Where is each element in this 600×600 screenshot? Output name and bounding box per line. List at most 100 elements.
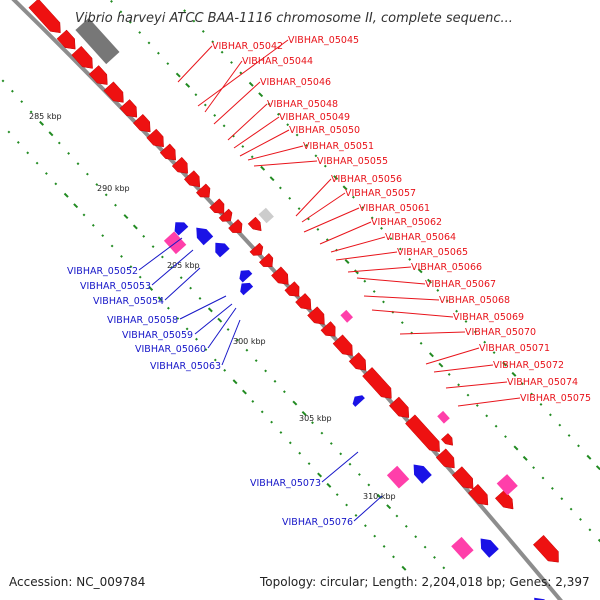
label-vibhar-05058[interactable]: VIBHAR_05058 (107, 315, 178, 326)
rna-feature[interactable] (340, 309, 353, 323)
forward-cds-arrow[interactable] (28, 0, 61, 34)
forward-cds-arrow[interactable] (467, 483, 489, 506)
forward-cds-arrow[interactable] (348, 352, 367, 371)
forward-cds-arrow[interactable] (159, 143, 176, 161)
gc-dot (297, 207, 301, 211)
forward-cds-arrow[interactable] (405, 414, 440, 452)
reverse-cds-arrow[interactable] (352, 395, 365, 407)
label-vibhar-05073[interactable]: VIBHAR_05073 (250, 478, 321, 489)
forward-cds-arrow[interactable] (88, 65, 108, 85)
label-vibhar-05072[interactable]: VIBHAR_05072 (493, 360, 564, 371)
label-vibhar-05053[interactable]: VIBHAR_05053 (80, 281, 151, 292)
label-vibhar-05057[interactable]: VIBHAR_05057 (345, 188, 416, 199)
label-vibhar-05044[interactable]: VIBHAR_05044 (242, 56, 313, 67)
gc-dot (483, 340, 487, 344)
forward-cds-arrow[interactable] (271, 266, 289, 285)
rna-feature[interactable] (437, 410, 450, 424)
forward-cds-arrow[interactable] (388, 396, 410, 418)
label-vibhar-05069[interactable]: VIBHAR_05069 (453, 312, 524, 323)
forward-cds-arrow[interactable] (146, 128, 164, 148)
gc-dot (426, 278, 432, 284)
gc-dot (132, 224, 138, 230)
forward-cds-arrow[interactable] (132, 113, 151, 133)
label-vibhar-05067[interactable]: VIBHAR_05067 (425, 279, 496, 290)
reverse-cds-arrow[interactable] (480, 538, 499, 558)
label-vibhar-05074[interactable]: VIBHAR_05074 (507, 377, 578, 388)
forward-cds-arrow[interactable] (228, 219, 243, 233)
gc-dot (492, 351, 496, 355)
forward-cds-arrow[interactable] (119, 99, 138, 118)
forward-cds-arrow[interactable] (284, 281, 300, 297)
forward-cds-arrow[interactable] (307, 306, 325, 325)
gc-dot (175, 72, 181, 78)
gray-feature[interactable] (75, 18, 120, 65)
label-vibhar-05051[interactable]: VIBHAR_05051 (303, 141, 374, 152)
forward-cds-arrow[interactable] (532, 534, 559, 563)
label-vibhar-05050[interactable]: VIBHAR_05050 (289, 125, 360, 136)
reverse-cds-arrow[interactable] (239, 270, 253, 283)
label-vibhar-05045[interactable]: VIBHAR_05045 (288, 35, 359, 46)
forward-cds-arrow[interactable] (362, 367, 392, 399)
gray-feature[interactable] (258, 207, 274, 224)
forward-cds-arrow[interactable] (103, 81, 124, 103)
label-vibhar-05064[interactable]: VIBHAR_05064 (385, 232, 456, 243)
label-vibhar-05061[interactable]: VIBHAR_05061 (359, 203, 430, 214)
forward-cds-arrow[interactable] (183, 170, 201, 188)
forward-cds-arrow[interactable] (295, 293, 312, 310)
gc-dot (382, 300, 385, 304)
forward-cds-arrow[interactable] (195, 183, 211, 198)
forward-cds-arrow[interactable] (435, 448, 455, 469)
reverse-cds-arrow[interactable] (240, 282, 254, 296)
label-vibhar-05066[interactable]: VIBHAR_05066 (411, 262, 482, 273)
label-vibhar-05056[interactable]: VIBHAR_05056 (331, 174, 402, 185)
label-vibhar-05063[interactable]: VIBHAR_05063 (150, 361, 221, 372)
label-vibhar-05075[interactable]: VIBHAR_05075 (520, 393, 591, 404)
label-vibhar-05062[interactable]: VIBHAR_05062 (371, 217, 442, 228)
label-vibhar-05055[interactable]: VIBHAR_05055 (317, 156, 388, 167)
leader-05071 (425, 347, 480, 365)
label-vibhar-05060[interactable]: VIBHAR_05060 (135, 344, 206, 355)
forward-cds-arrow[interactable] (451, 466, 474, 489)
label-vibhar-05049[interactable]: VIBHAR_05049 (279, 112, 350, 123)
label-vibhar-05071[interactable]: VIBHAR_05071 (479, 343, 550, 354)
label-vibhar-05065[interactable]: VIBHAR_05065 (397, 247, 468, 258)
forward-cds-arrow[interactable] (71, 45, 93, 69)
reverse-cds-arrow[interactable] (534, 597, 550, 600)
gc-dot (195, 337, 198, 341)
label-vibhar-05042[interactable]: VIBHAR_05042 (212, 41, 283, 52)
gc-dot (211, 40, 215, 44)
forward-cds-arrow[interactable] (171, 156, 188, 174)
forward-cds-arrow[interactable] (56, 29, 76, 50)
gc-dot (513, 445, 519, 451)
label-vibhar-05052[interactable]: VIBHAR_05052 (67, 266, 138, 277)
forward-cds-arrow[interactable] (440, 433, 453, 446)
forward-cds-arrow[interactable] (258, 253, 274, 267)
gc-dot (348, 462, 352, 466)
rna-feature[interactable] (451, 536, 474, 560)
rna-feature[interactable] (386, 465, 410, 489)
leader-05065 (335, 251, 398, 261)
forward-cds-arrow[interactable] (249, 242, 264, 256)
reverse-cds-arrow[interactable] (413, 464, 432, 484)
forward-cds-arrow[interactable] (332, 334, 353, 356)
rna-feature[interactable] (496, 474, 518, 496)
label-vibhar-05068[interactable]: VIBHAR_05068 (439, 295, 510, 306)
reverse-cds-arrow[interactable] (215, 242, 230, 258)
leader-05070 (399, 331, 466, 335)
forward-cds-arrow[interactable] (218, 208, 233, 222)
label-vibhar-05054[interactable]: VIBHAR_05054 (93, 296, 164, 307)
gc-dot (76, 162, 80, 166)
label-vibhar-05076[interactable]: VIBHAR_05076 (282, 517, 353, 528)
label-vibhar-05059[interactable]: VIBHAR_05059 (122, 330, 193, 341)
label-vibhar-05046[interactable]: VIBHAR_05046 (260, 77, 331, 88)
label-vibhar-05048[interactable]: VIBHAR_05048 (267, 99, 338, 110)
forward-cds-arrow[interactable] (494, 489, 514, 510)
gc-dot (194, 93, 198, 97)
forward-cds-arrow[interactable] (209, 198, 225, 214)
forward-gene-labels: VIBHAR_05042 VIBHAR_05045 VIBHAR_05044 V… (212, 35, 591, 404)
label-vibhar-05070[interactable]: VIBHAR_05070 (465, 327, 536, 338)
forward-cds-arrow[interactable] (320, 321, 336, 337)
reverse-cds-arrow[interactable] (174, 222, 189, 236)
forward-cds-arrow[interactable] (247, 216, 262, 232)
reverse-cds-arrow[interactable] (196, 227, 214, 246)
